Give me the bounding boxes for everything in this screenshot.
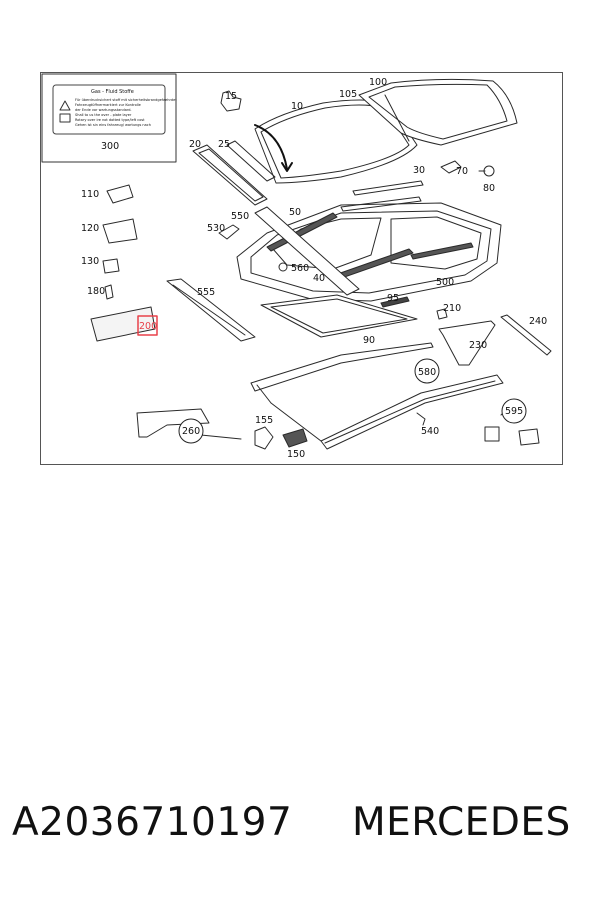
- callout-15: 15: [225, 91, 237, 102]
- svg-text:der Ende vor wartungsstandard.: der Ende vor wartungsstandard.: [75, 108, 132, 112]
- callout-230: 230: [469, 340, 487, 351]
- caption: A2036710197 MERCEDES: [0, 800, 600, 870]
- callout-155: 155: [255, 415, 273, 426]
- link-550: [254, 206, 360, 296]
- seal-240: [500, 314, 552, 356]
- trim-555: [166, 278, 256, 342]
- sticker-title: Gas - Fluid Stoffe: [91, 89, 134, 95]
- callout-595: 595: [505, 406, 523, 417]
- guide-rail-580: [320, 374, 504, 450]
- screw-180: [104, 284, 114, 300]
- callout-105: 105: [339, 89, 357, 100]
- callout-100: 100: [369, 77, 387, 88]
- bracket-15: [220, 90, 242, 112]
- callout-300: 300: [101, 141, 119, 152]
- callout-20: 20: [189, 139, 201, 150]
- highlight-box-200: [137, 315, 158, 336]
- callout-70: 70: [456, 166, 468, 177]
- rail-50: [266, 212, 338, 252]
- seal-230: [438, 320, 496, 366]
- callout-150: 150: [287, 449, 305, 460]
- svg-text:Gehen ist sin eins fahrzeug/ w: Gehen ist sin eins fahrzeug/ wartungs na…: [75, 123, 151, 127]
- bracket-110: [106, 184, 134, 204]
- callout-90: 90: [363, 335, 375, 346]
- warning-sticker-box: [41, 73, 177, 163]
- callout-560: 560: [291, 263, 309, 274]
- clip-210: [436, 308, 448, 320]
- strip-95: [380, 296, 410, 308]
- drive-mechanism-580: [250, 342, 434, 392]
- callout-500: 500: [436, 277, 454, 288]
- callout-labels: 300 15 10 105 100 20 25 30 70 80 110 550…: [81, 77, 547, 460]
- bracket-120: [102, 218, 138, 244]
- seal-20: [192, 144, 268, 206]
- sticker-text: Gas - Fluid Stoffe Für überdrucksichert …: [75, 89, 177, 127]
- svg-text:Rotary over ire not dotted typ: Rotary over ire not dotted type/left cos…: [75, 118, 145, 122]
- svg-text:Für überdrucksichert stoff mit: Für überdrucksichert stoff mit sicherhei…: [75, 98, 177, 102]
- svg-text:Fahrzeugtüffnermarkiert zur Ko: Fahrzeugtüffnermarkiert zur Kontrolle: [75, 103, 141, 107]
- callout-10: 10: [291, 101, 303, 112]
- sunroof-exploded-view: Gas - Fluid Stoffe Für überdrucksichert …: [41, 73, 552, 460]
- nut-130: [102, 258, 120, 274]
- motor-150: [282, 428, 308, 448]
- clip-595a: [484, 426, 500, 442]
- callout-25: 25: [218, 139, 230, 150]
- rear-glass-100: [358, 78, 518, 146]
- callout-260: 260: [182, 426, 200, 437]
- callout-210: 210: [443, 303, 461, 314]
- callout-95: 95: [387, 293, 399, 304]
- parts-diagram: Gas - Fluid Stoffe Für überdrucksichert …: [40, 72, 563, 465]
- strip-30: [352, 180, 424, 196]
- brand-name: MERCEDES: [352, 800, 571, 845]
- callout-540: 540: [421, 426, 439, 437]
- bracket-530: [218, 224, 240, 240]
- callout-555: 555: [197, 287, 215, 298]
- callout-240: 240: [529, 316, 547, 327]
- clip-595b: [518, 428, 540, 446]
- roof-frame-500: [236, 202, 502, 302]
- callout-580: 580: [418, 367, 436, 378]
- callout-40: 40: [313, 273, 325, 284]
- callout-50: 50: [289, 207, 301, 218]
- fastener-560: [278, 262, 288, 272]
- part-number: A2036710197: [12, 800, 293, 845]
- callout-200: 200: [139, 321, 157, 332]
- svg-text:Shall to us the over - plate l: Shall to us the over - plate layer: [75, 113, 132, 117]
- glass-panel-10: [254, 99, 418, 184]
- callout-180: 180: [87, 286, 105, 297]
- callout-550: 550: [231, 211, 249, 222]
- clip-70: [440, 160, 462, 174]
- callout-110: 110: [81, 189, 99, 200]
- sunshade-90: [260, 294, 418, 338]
- bolt-540: [416, 412, 426, 426]
- callout-530: 530: [207, 223, 225, 234]
- callout-30: 30: [413, 165, 425, 176]
- callout-120: 120: [81, 223, 99, 234]
- callout-80: 80: [483, 183, 495, 194]
- callout-130: 130: [81, 256, 99, 267]
- clip-155: [254, 426, 274, 450]
- cable-260: [136, 408, 210, 438]
